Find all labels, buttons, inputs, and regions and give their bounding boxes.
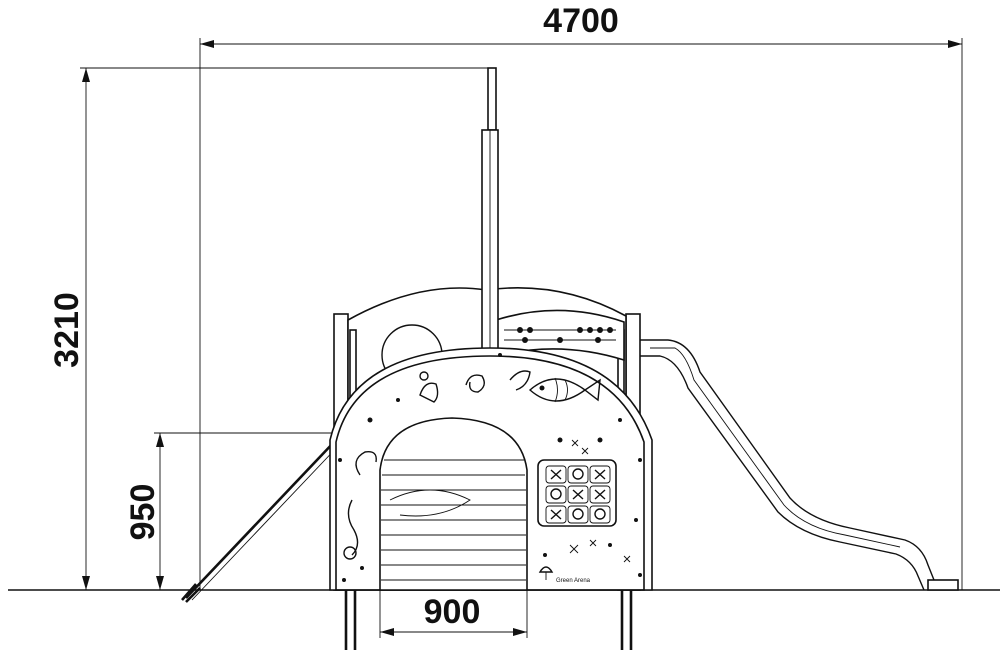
dimension-overall-height: 3210	[48, 67, 492, 590]
dimension-platform-height: 950	[124, 432, 340, 590]
front-arch-panel	[329, 347, 653, 591]
dimension-label-platform: 950	[124, 484, 162, 541]
dimension-label-arch: 900	[424, 593, 481, 631]
manufacturer-logo: Green Arena	[538, 566, 591, 584]
dimension-arch-opening: 900	[379, 590, 528, 638]
tic-tac-toe-panel	[537, 459, 617, 527]
slide	[640, 339, 959, 591]
logo-caption: Green Arena	[556, 578, 591, 584]
dimension-overall-width: 4700	[199, 2, 963, 590]
dimension-label-height: 3210	[48, 292, 86, 368]
fish-decoration	[528, 377, 601, 403]
dimension-label-width: 4700	[543, 2, 619, 40]
climbing-rope	[181, 439, 343, 603]
foundation-posts	[344, 590, 633, 650]
